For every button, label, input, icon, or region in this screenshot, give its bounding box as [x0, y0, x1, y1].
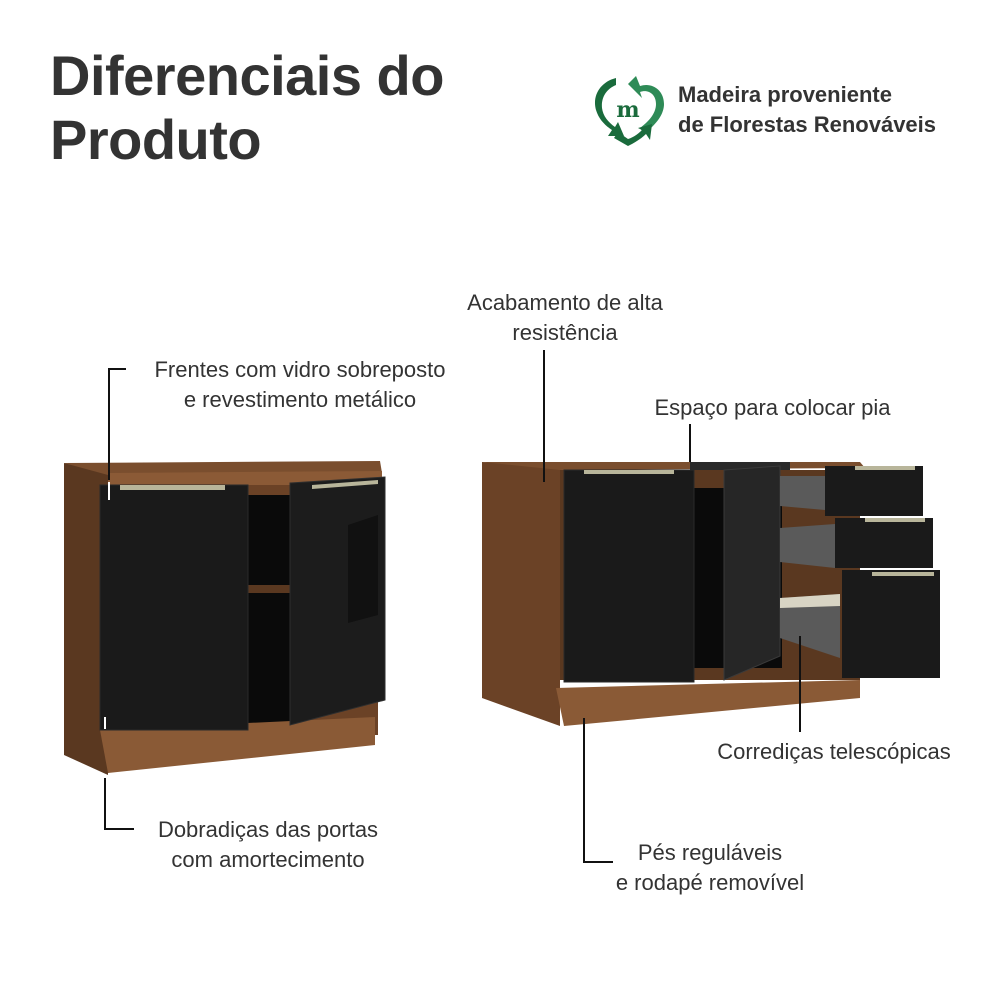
- callout-line-hinges-v: [104, 778, 106, 830]
- callout-line-finish: [543, 350, 545, 482]
- badge-text: Madeira proveniente de Florestas Renováv…: [678, 80, 936, 140]
- title-line-2: Produto: [50, 108, 262, 171]
- feature-sink-line-1: Espaço para colocar pia: [654, 395, 891, 420]
- sink-cabinet-with-drawers-image: [482, 462, 940, 726]
- title-line-1: Diferenciais do: [50, 44, 444, 107]
- feature-fronts-line-1: Frentes com vidro sobreposto: [154, 357, 446, 382]
- feature-fronts-line-2: e revestimento metálico: [183, 387, 417, 412]
- callout-line-fronts-v: [108, 368, 110, 480]
- feature-hinges-line-1: Dobradiças das portas: [157, 817, 379, 842]
- feature-finish-label: Acabamento de alta resistência: [440, 288, 690, 348]
- sustainability-badge: m Madeira proveniente de Florestas Renov…: [588, 72, 936, 148]
- feature-feet-line-2: e rodapé removível: [615, 870, 805, 895]
- badge-line-2: de Florestas Renováveis: [678, 112, 937, 137]
- feature-hinges-label: Dobradiças das portas com amortecimento: [138, 815, 398, 875]
- callout-line-feet-v: [583, 718, 585, 863]
- svg-text:m: m: [616, 97, 639, 123]
- callout-tip-hinges: [104, 717, 106, 729]
- feature-slides-line-1: Corrediças telescópicas: [717, 739, 951, 764]
- callout-line-slides: [799, 636, 801, 732]
- callout-line-fronts-h: [108, 368, 126, 370]
- feature-finish-line-1: Acabamento de alta: [467, 290, 663, 315]
- callout-line-feet-h: [583, 861, 613, 863]
- page-title: Diferenciais do Produto: [50, 44, 444, 172]
- feature-fronts-label: Frentes com vidro sobreposto e revestime…: [130, 355, 470, 415]
- feature-sink-label: Espaço para colocar pia: [630, 393, 915, 423]
- callout-line-hinges-h: [104, 828, 134, 830]
- feature-finish-line-2: resistência: [512, 320, 618, 345]
- feature-hinges-line-2: com amortecimento: [171, 847, 365, 872]
- recycle-heart-m-icon: m: [594, 76, 664, 146]
- callout-tip-fronts: [108, 482, 110, 500]
- feature-feet-label: Pés reguláveis e rodapé removível: [590, 838, 830, 898]
- badge-line-1: Madeira proveniente: [678, 82, 892, 107]
- two-door-cabinet-image: [64, 461, 386, 775]
- feature-slides-label: Corrediças telescópicas: [698, 737, 970, 767]
- feature-feet-line-1: Pés reguláveis: [637, 840, 783, 865]
- callout-line-sink: [689, 424, 691, 462]
